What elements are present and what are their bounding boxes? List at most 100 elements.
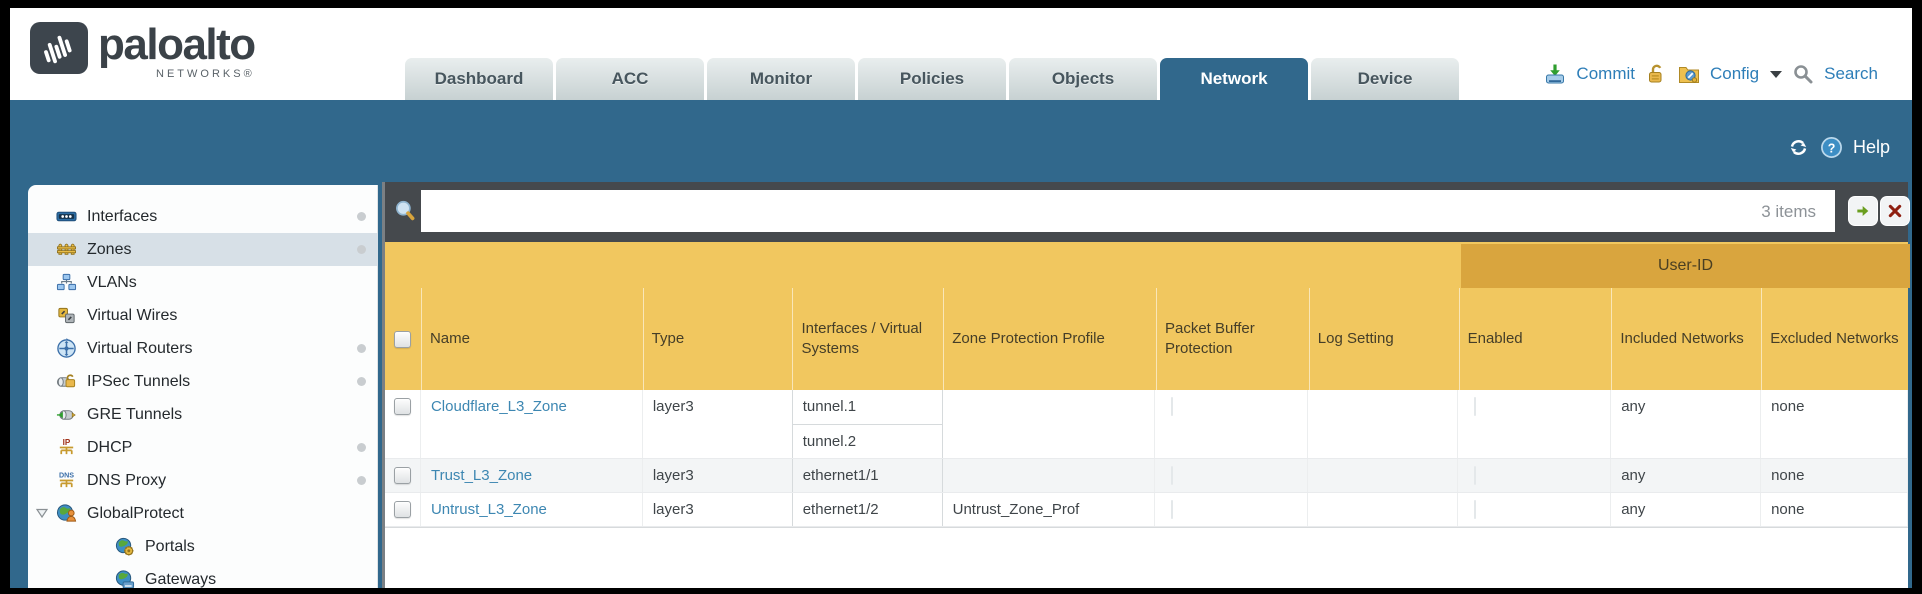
interface-entry[interactable]: ethernet1/1: [802, 467, 879, 484]
tab-monitor[interactable]: Monitor: [707, 58, 855, 100]
sidebar-item-label: DHCP: [87, 438, 133, 456]
apply-filter-button[interactable]: [1849, 197, 1877, 225]
sidebar-item-label: Virtual Wires: [87, 306, 178, 324]
help-label[interactable]: Help: [1852, 137, 1890, 157]
tab-policies[interactable]: Policies: [858, 58, 1006, 100]
sidebar-item-vlans[interactable]: VLANs: [28, 266, 378, 299]
column-header-excluded-networks[interactable]: Excluded Networks: [1761, 288, 1908, 390]
logo-networks-text: NETWORKS®: [156, 68, 255, 80]
gre-tunnels-icon: [55, 404, 78, 425]
included-networks-cell: any: [1611, 493, 1762, 526]
paloalto-logo-icon: [30, 22, 88, 74]
virtual-routers-icon: [55, 338, 78, 359]
expander-triangle-icon[interactable]: [35, 506, 49, 520]
sidebar-item-gateways[interactable]: Gateways: [28, 563, 378, 588]
excluded-networks-cell: none: [1761, 459, 1908, 492]
refresh-icon[interactable]: [1787, 136, 1810, 159]
column-header-enabled[interactable]: Enabled: [1458, 288, 1612, 390]
row-checkbox[interactable]: [393, 501, 411, 518]
column-header-included-networks[interactable]: Included Networks: [1611, 288, 1761, 390]
sidebar-item-virtual-routers[interactable]: Virtual Routers: [28, 332, 378, 365]
user-id-enabled-checkbox[interactable]: [1474, 397, 1477, 416]
tab-objects[interactable]: Objects: [1009, 58, 1157, 100]
tab-network[interactable]: Network: [1160, 58, 1308, 100]
gateways-icon: [113, 569, 136, 588]
sidebar-item-globalprotect[interactable]: GlobalProtect: [28, 497, 378, 530]
commit-button[interactable]: Commit: [1576, 64, 1635, 83]
included-networks-cell: any: [1611, 459, 1762, 492]
status-dot: [357, 344, 366, 353]
packet-buffer-protection-checkbox[interactable]: [1171, 500, 1174, 519]
sidebar-item-label: VLANs: [87, 273, 137, 291]
zone-name-link[interactable]: Trust_L3_Zone: [430, 467, 533, 484]
interface-entry[interactable]: ethernet1/2: [802, 501, 879, 518]
zone-protection-profile-cell: Untrust_Zone_Prof: [943, 493, 1156, 526]
tab-dashboard[interactable]: Dashboard: [405, 58, 553, 100]
sidebar-item-label: Virtual Routers: [87, 339, 193, 357]
paloalto-logo: paloalto NETWORKS®: [30, 22, 256, 80]
help-icon[interactable]: ?: [1820, 136, 1843, 159]
column-header-zone-protection-profile[interactable]: Zone Protection Profile: [943, 288, 1156, 390]
config-menu[interactable]: Config: [1709, 64, 1760, 83]
select-all-header-cell: [385, 288, 421, 390]
user-id-enabled-cell: [1458, 390, 1612, 458]
config-dropdown-caret[interactable]: [1770, 70, 1783, 78]
status-dot: [357, 377, 366, 386]
sidebar-item-label: IPSec Tunnels: [87, 372, 191, 390]
user-id-enabled-checkbox[interactable]: [1474, 500, 1477, 519]
commit-icon: [1543, 62, 1567, 86]
user-id-enabled-cell: [1458, 493, 1612, 526]
lock-icon[interactable]: [1644, 62, 1668, 86]
sidebar-item-virtual-wires[interactable]: Virtual Wires: [28, 299, 378, 332]
zone-type-cell: layer3: [643, 493, 793, 526]
sidebar-item-interfaces[interactable]: Interfaces: [28, 200, 378, 233]
interface-entry[interactable]: tunnel.1: [802, 398, 857, 415]
sidebar-item-zones[interactable]: Zones: [28, 233, 378, 266]
sidebar-item-label: GlobalProtect: [87, 504, 184, 522]
row-checkbox[interactable]: [393, 467, 411, 484]
log-setting-cell: [1308, 493, 1459, 526]
interface-entry[interactable]: tunnel.2: [792, 424, 942, 458]
sidebar-item-portals[interactable]: Portals: [28, 530, 378, 563]
packet-buffer-protection-checkbox[interactable]: [1171, 466, 1174, 485]
excluded-networks-cell: none: [1761, 390, 1908, 458]
packet-buffer-protection-checkbox[interactable]: [1171, 397, 1174, 416]
column-header-name[interactable]: Name: [420, 288, 643, 390]
status-dot: [357, 443, 366, 452]
tab-acc[interactable]: ACC: [556, 58, 704, 100]
column-header-log-setting[interactable]: Log Setting: [1308, 288, 1459, 390]
sidebar-item-ipsec-tunnels[interactable]: IPSec Tunnels: [28, 365, 378, 398]
search-button[interactable]: Search: [1824, 64, 1878, 83]
ipsec-tunnels-icon: [55, 371, 78, 392]
filter-input[interactable]: [421, 190, 1835, 232]
column-header-packet-buffer-protection[interactable]: Packet Buffer Protection: [1155, 288, 1309, 390]
status-dot: [357, 212, 366, 221]
zone-type-cell: layer3: [643, 459, 793, 492]
included-networks-cell: any: [1611, 390, 1762, 458]
select-all-checkbox[interactable]: [394, 330, 412, 348]
band-toolbar: ? Help: [1787, 136, 1890, 159]
user-id-group-header: User-ID: [1461, 244, 1910, 288]
user-id-enabled-checkbox[interactable]: [1474, 466, 1477, 485]
zone-name-link[interactable]: Cloudflare_L3_Zone: [430, 398, 567, 415]
row-checkbox[interactable]: [393, 398, 411, 415]
dns-proxy-icon: DNS: [55, 470, 78, 491]
column-header-type[interactable]: Type: [642, 288, 793, 390]
sidebar-item-gre-tunnels[interactable]: GRE Tunnels: [28, 398, 378, 431]
column-header-interfaces-virtual-systems[interactable]: Interfaces / Virtual Systems: [792, 288, 943, 390]
filter-search-icon[interactable]: [392, 198, 418, 224]
zone-name-link[interactable]: Untrust_L3_Zone: [430, 501, 547, 518]
clear-filter-button[interactable]: [1881, 197, 1909, 225]
svg-text:?: ?: [1828, 141, 1836, 155]
tab-device[interactable]: Device: [1311, 58, 1459, 100]
header-actions: Commit Config Search: [1543, 62, 1878, 86]
